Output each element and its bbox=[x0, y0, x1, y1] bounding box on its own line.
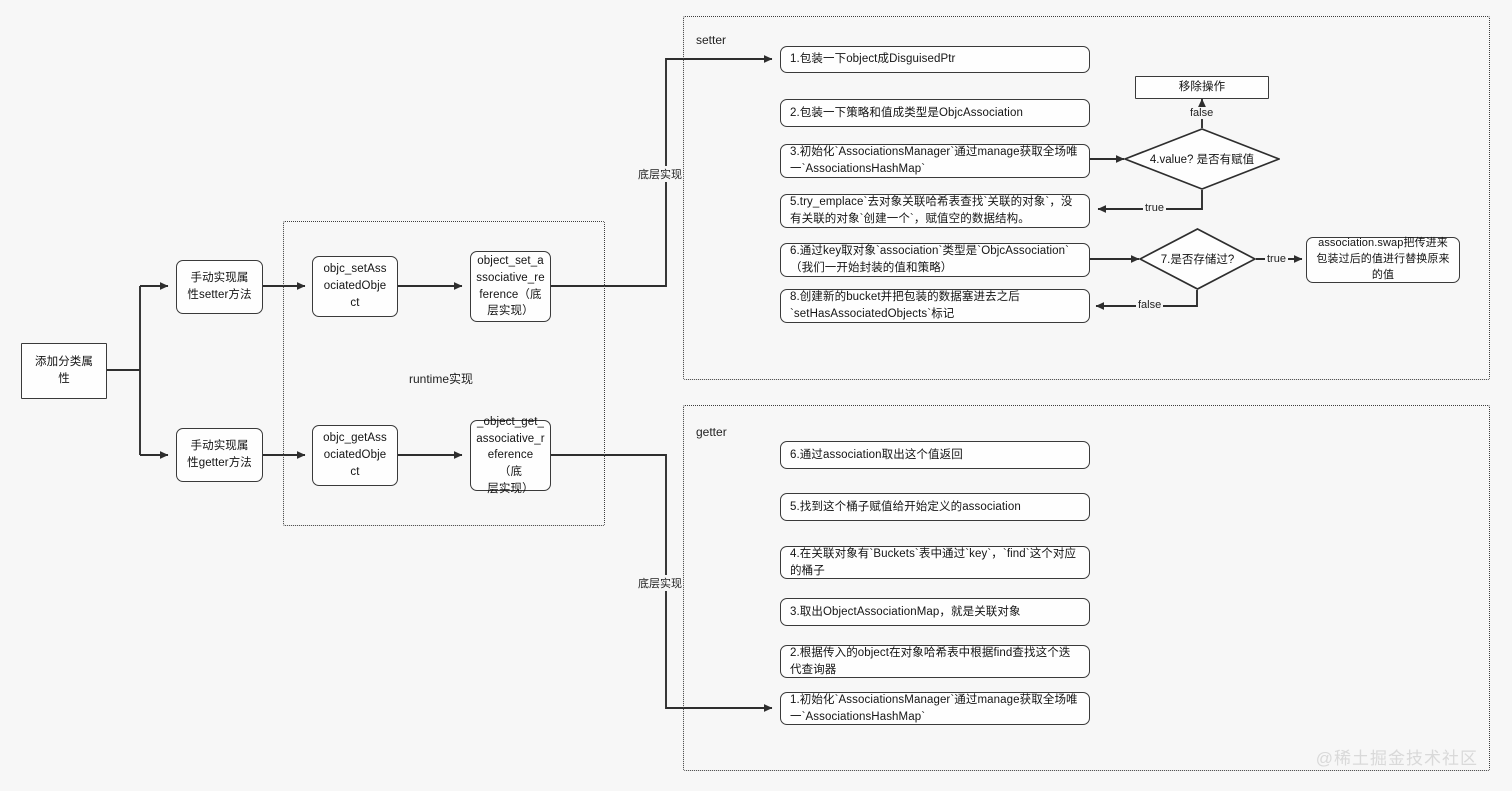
setter-group-label: setter bbox=[696, 33, 727, 47]
node-root-add-category-property[interactable]: 添加分类属性 bbox=[21, 343, 107, 399]
setter-step-1[interactable]: 1.包装一下object成DisguisedPtr bbox=[780, 46, 1090, 73]
setter-association-swap-box[interactable]: association.swap把传进来包装过后的值进行替换原来的值 bbox=[1306, 237, 1460, 283]
setter-step-3[interactable]: 3.初始化`AssociationsManager`通过manage获取全场唯一… bbox=[780, 144, 1090, 178]
step-text: 3.初始化`AssociationsManager`通过manage获取全场唯一… bbox=[790, 146, 1078, 175]
setter-step-8[interactable]: 8.创建新的bucket并把包装的数据塞进去之后`setHasAssociate… bbox=[780, 289, 1090, 323]
getter-step-4[interactable]: 4.在关联对象有`Buckets`表中通过`key`，`find`这个对应的桶子 bbox=[780, 546, 1090, 579]
setter-decision-value-assigned[interactable]: 4.value? 是否有赋值 bbox=[1122, 128, 1282, 190]
node-object-set-associative-reference[interactable]: object_set_a ssociative_re ference（底 层实现… bbox=[470, 251, 551, 322]
setter-decision4-false-label: false bbox=[1188, 107, 1216, 119]
getter-step-6[interactable]: 6.通过association取出这个值返回 bbox=[780, 441, 1090, 469]
node-objc-setassociatedobject[interactable]: objc_setAss ociatedObje ct bbox=[312, 256, 398, 317]
step-text: 1.包装一下object成DisguisedPtr bbox=[790, 53, 956, 66]
edge-label-setter-underlying: 底层实现 bbox=[636, 166, 684, 182]
step-text: 2.根据传入的object在对象哈希表中根据find查找这个迭代查询器 bbox=[790, 646, 1071, 676]
decision-label: 4.value? 是否有赋值 bbox=[1149, 154, 1255, 166]
setter-remove-operation-box[interactable]: 移除操作 bbox=[1135, 76, 1269, 99]
node-label: objc_getAss ociatedObje ct bbox=[323, 432, 387, 478]
node-label: 移除操作 bbox=[1178, 81, 1226, 94]
getter-group-label: getter bbox=[696, 425, 727, 439]
setter-group-container bbox=[683, 16, 1490, 380]
step-text: 3.取出ObjectAssociationMap，就是关联对象 bbox=[790, 605, 1021, 618]
setter-decision4-true-label: true bbox=[1143, 202, 1166, 214]
step-text: 4.在关联对象有`Buckets`表中通过`key`，`find`这个对应的桶子 bbox=[790, 547, 1077, 577]
node-label: 添加分类属性 bbox=[35, 356, 93, 385]
step-text: 6.通过key取对象`association`类型是`ObjcAssociati… bbox=[790, 245, 1070, 274]
setter-decision7-true-label: true bbox=[1265, 253, 1288, 265]
decision-label: 7.是否存储过? bbox=[1160, 254, 1235, 266]
setter-step-6[interactable]: 6.通过key取对象`association`类型是`ObjcAssociati… bbox=[780, 243, 1090, 277]
setter-decision-already-stored[interactable]: 7.是否存储过? bbox=[1138, 228, 1257, 290]
node-label: objc_setAss ociatedObje ct bbox=[323, 263, 387, 309]
step-text: 1.初始化`AssociationsManager`通过manage获取全场唯一… bbox=[790, 693, 1078, 723]
getter-step-2[interactable]: 2.根据传入的object在对象哈希表中根据find查找这个迭代查询器 bbox=[780, 645, 1090, 678]
node-manual-getter-method[interactable]: 手动实现属 性getter方法 bbox=[176, 428, 263, 482]
step-text: 8.创建新的bucket并把包装的数据塞进去之后`setHasAssociate… bbox=[790, 291, 1020, 320]
node-object-get-associative-reference[interactable]: _object_get_ associative_r eference（底 层实… bbox=[470, 416, 551, 495]
node-label: 手动实现属 性getter方法 bbox=[187, 440, 252, 469]
step-text: 6.通过association取出这个值返回 bbox=[790, 448, 963, 461]
node-objc-getassociatedobject[interactable]: objc_getAss ociatedObje ct bbox=[312, 425, 398, 486]
getter-step-5[interactable]: 5.找到这个桶子赋值给开始定义的association bbox=[780, 493, 1090, 521]
runtime-group-container bbox=[283, 221, 605, 526]
step-text: 2.包装一下策略和值成类型是ObjcAssociation bbox=[790, 106, 1023, 119]
diamond-shape bbox=[1138, 228, 1257, 290]
step-text: 5.找到这个桶子赋值给开始定义的association bbox=[790, 500, 1021, 513]
setter-decision7-false-label: false bbox=[1136, 299, 1164, 311]
getter-step-3[interactable]: 3.取出ObjectAssociationMap，就是关联对象 bbox=[780, 598, 1090, 626]
node-label: association.swap把传进来包装过后的值进行替换原来的值 bbox=[1316, 237, 1450, 281]
runtime-group-label: runtime实现 bbox=[409, 372, 474, 386]
getter-group-container bbox=[683, 405, 1490, 771]
node-manual-setter-method[interactable]: 手动实现属 性setter方法 bbox=[176, 260, 263, 314]
node-label: object_set_a ssociative_re ference（底 层实现… bbox=[476, 255, 545, 318]
setter-step-2[interactable]: 2.包装一下策略和值成类型是ObjcAssociation bbox=[780, 99, 1090, 127]
watermark: @稀土掘金技术社区 bbox=[1315, 749, 1478, 768]
getter-step-1[interactable]: 1.初始化`AssociationsManager`通过manage获取全场唯一… bbox=[780, 692, 1090, 725]
edge-label-getter-underlying: 底层实现 bbox=[636, 575, 684, 591]
node-label: _object_get_ associative_r eference（底 层实… bbox=[476, 415, 545, 495]
diamond-shape bbox=[1122, 128, 1282, 190]
node-label: 手动实现属 性setter方法 bbox=[187, 272, 252, 301]
setter-step-5[interactable]: 5.try_emplace`去对象关联哈希表查找`关联的对象`，没有关联的对象`… bbox=[780, 194, 1090, 228]
step-text: 5.try_emplace`去对象关联哈希表查找`关联的对象`，没有关联的对象`… bbox=[790, 196, 1073, 225]
